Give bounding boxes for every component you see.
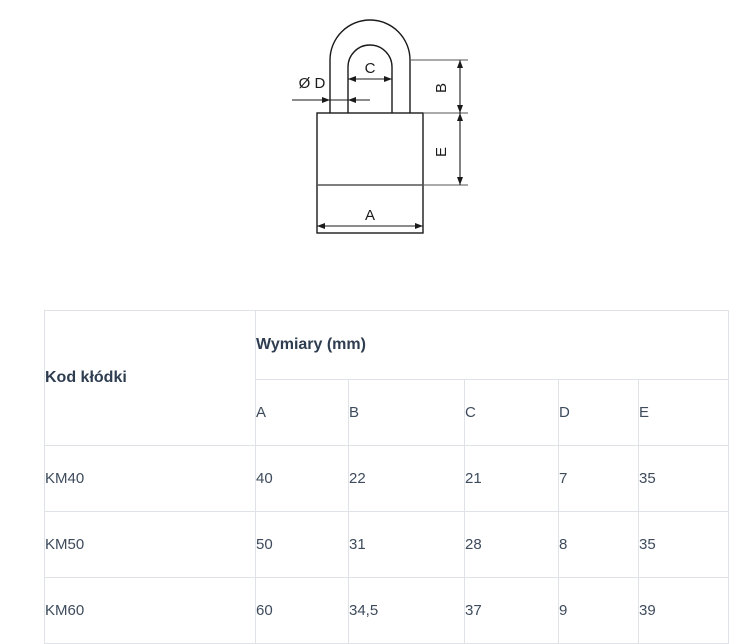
table-row: KM50 50 31 28 8 35 [44, 511, 730, 578]
cell-c: 37 [464, 577, 559, 644]
padlock-technical-drawing: C Ø D B E A [292, 19, 468, 234]
cell-c: 21 [464, 445, 559, 512]
cell-code: KM50 [44, 511, 256, 578]
cell-code: KM40 [44, 445, 256, 512]
c-arrow-right-icon [384, 76, 392, 82]
header-column-c: C [464, 379, 559, 446]
header-column-a: A [255, 379, 349, 446]
header-column-e: E [637, 379, 730, 446]
cell-d: 7 [558, 445, 639, 512]
table-header-row-columns: A B C D E [45, 379, 730, 446]
c-arrow-left-icon [348, 76, 356, 82]
cell-b: 34,5 [348, 577, 465, 644]
dimension-label-c: C [365, 60, 376, 77]
header-kod-klodki: Kod kłódki [44, 310, 256, 446]
a-arrow-right-icon [415, 223, 423, 229]
table-header-row-group: Kod kłódki Wymiary (mm) [44, 310, 730, 446]
table-row: KM40 40 22 21 7 35 [44, 445, 730, 512]
cell-d: 8 [558, 511, 639, 578]
dimensions-table: Kod kłódki Wymiary (mm) A B C D E KM40 4… [44, 310, 730, 644]
shackle-inner-path [347, 44, 393, 113]
shackle-outer-path [329, 19, 411, 113]
dimension-label-diameter-d: Ø D [299, 75, 326, 92]
cell-d: 9 [558, 577, 639, 644]
header-wymiary-mm: Wymiary (mm) [254, 310, 730, 380]
b-arrow-bottom-icon [457, 105, 463, 113]
drawing-area: C Ø D B E A [0, 0, 744, 300]
b-arrow-top-icon [457, 60, 463, 68]
dimension-label-b: B [433, 83, 450, 93]
header-column-b: B [348, 379, 465, 446]
e-arrow-top-icon [457, 113, 463, 121]
cell-e: 35 [637, 511, 730, 578]
cell-a: 40 [255, 445, 349, 512]
cell-a: 60 [255, 577, 349, 644]
cell-a: 50 [255, 511, 349, 578]
d-arrow-right-icon [322, 97, 330, 103]
cell-c: 28 [464, 511, 559, 578]
cell-b: 31 [348, 511, 465, 578]
cell-e: 39 [637, 577, 730, 644]
e-arrow-bottom-icon [457, 177, 463, 185]
table-row: KM60 60 34,5 37 9 39 [44, 577, 730, 644]
cell-e: 35 [637, 445, 730, 512]
cell-code: KM60 [44, 577, 256, 644]
padlock-body-outline [316, 112, 424, 234]
header-column-d: D [558, 379, 639, 446]
dimension-label-a: A [365, 207, 375, 224]
cell-b: 22 [348, 445, 465, 512]
a-arrow-left-icon [317, 223, 325, 229]
dimension-label-e: E [433, 147, 450, 157]
